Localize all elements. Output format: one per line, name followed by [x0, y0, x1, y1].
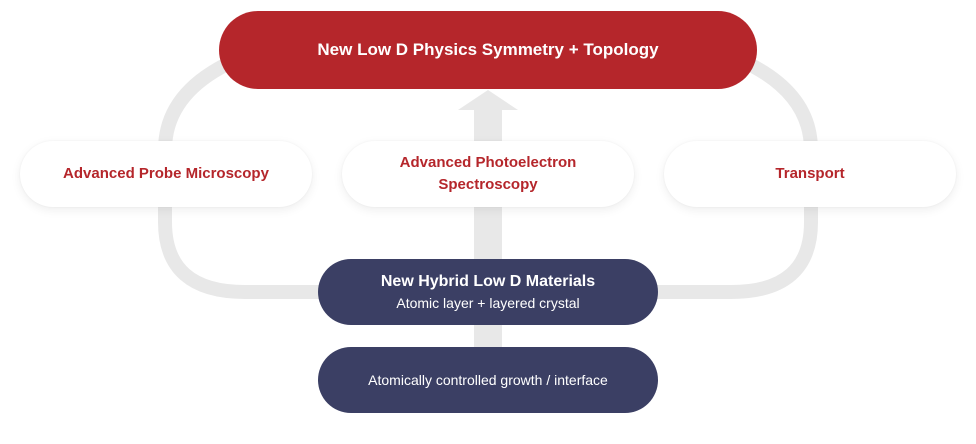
method-label-transport: Transport: [775, 165, 845, 182]
growth-node-label: Atomically controlled growth / interface: [368, 372, 608, 388]
method-label-probe-microscopy: Advanced Probe Microscopy: [63, 165, 269, 182]
top-node-physics: New Low D Physics Symmetry + Topology: [219, 11, 757, 89]
right-loop-connector: [656, 51, 818, 299]
growth-node: Atomically controlled growth / interface: [318, 347, 658, 413]
left-loop-connector: [158, 51, 320, 299]
materials-node-subtitle: Atomic layer + layered crystal: [396, 295, 580, 311]
up-arrow-head: [458, 90, 518, 110]
materials-node-title: New Hybrid Low D Materials: [380, 273, 596, 290]
method-label-photoelectron-line1: Advanced Photoelectron: [399, 154, 577, 171]
top-node-label: New Low D Physics Symmetry + Topology: [317, 40, 659, 59]
method-label-photoelectron-line2: Spectroscopy: [438, 176, 538, 193]
method-node-photoelectron-spectroscopy: Advanced Photoelectron Spectroscopy: [342, 141, 634, 207]
materials-node: New Hybrid Low D Materials Atomic layer …: [318, 259, 658, 325]
method-node-probe-microscopy: Advanced Probe Microscopy: [20, 141, 312, 207]
method-node-transport: Transport: [664, 141, 956, 207]
